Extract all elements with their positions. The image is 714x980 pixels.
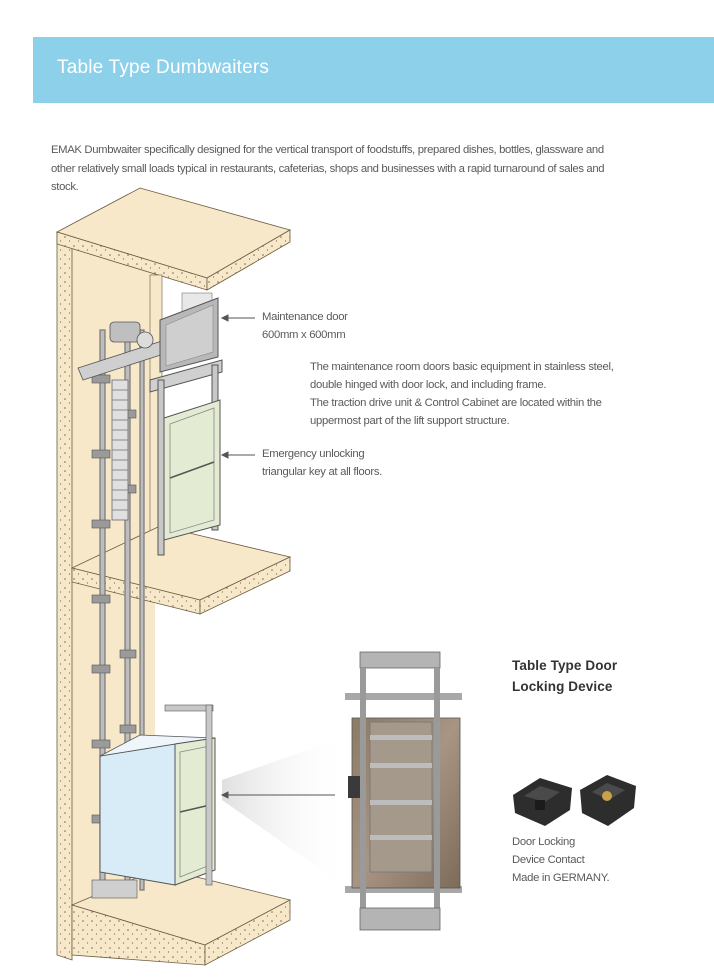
callout-emergency-line-2: triangular key at all floors. [262,466,383,478]
shaft-left-wall [56,231,73,961]
locking-title-line-1: Table Type Door [512,658,618,673]
intro-line-2: other relatively small loads typical in … [51,162,605,175]
locking-device-photo-2 [580,775,636,826]
description-line-2: double hinged with door lock, and includ… [310,379,547,391]
callout-maintenance-line-1: Maintenance door [262,311,348,323]
locking-device-title: Table Type Door Locking Device [512,655,617,697]
description-line-3: The traction drive unit & Control Cabine… [310,397,602,409]
locking-caption-line-3: Made in GERMANY. [512,872,610,884]
intro-line-1: EMAK Dumbwaiter specifically designed fo… [51,144,604,156]
callout-description: The maintenance room doors basic equipme… [310,358,614,430]
locking-title-line-2: Locking Device [512,679,613,694]
locking-device-caption: Door Locking Device Contact Made in GERM… [512,833,610,887]
callout-emergency: Emergency unlocking triangular key at al… [262,445,382,481]
locking-caption-line-2: Device Contact [512,854,585,866]
locking-device-photo-1 [513,778,572,826]
callout-emergency-line-1: Emergency unlocking [262,448,365,460]
door-photo [345,651,462,931]
callout-maintenance-line-2: 600mm x 600mm [262,329,346,341]
header-banner: Table Type Dumbwaiters [33,37,714,103]
intro-line-3: stock. [51,181,79,193]
zoom-beam [222,735,350,890]
callout-lines [220,314,335,799]
locking-caption-line-1: Door Locking [512,836,575,848]
page-title: Table Type Dumbwaiters [57,57,270,78]
intro-paragraph: EMAK Dumbwaiter specifically designed fo… [51,141,706,197]
cabin [91,704,216,899]
counterweight [111,379,129,521]
description-line-1: The maintenance room doors basic equipme… [310,361,614,373]
traction-motor [77,321,171,381]
callout-maintenance-door: Maintenance door 600mm x 600mm [262,308,348,344]
description-line-4: uppermost part of the lift support struc… [310,415,510,427]
maintenance-door [159,292,219,373]
upper-landing-door [149,359,223,556]
